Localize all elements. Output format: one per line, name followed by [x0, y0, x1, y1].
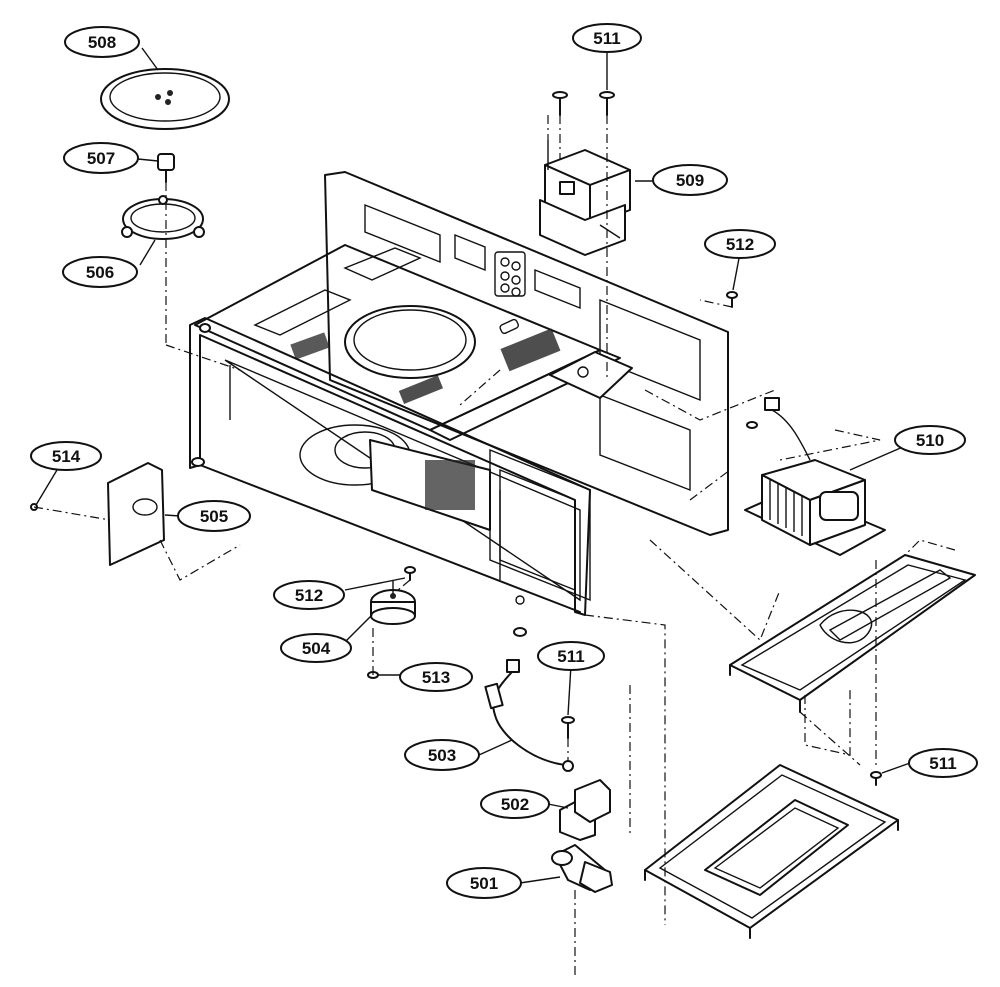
label-503: 503 [428, 746, 456, 765]
callout-511-top: 511 [572, 23, 642, 53]
callout-514: 514 [30, 441, 102, 471]
label-511-right: 511 [929, 754, 956, 773]
oven-cavity-chassis [189, 171, 729, 616]
callout-512-top: 512 [704, 229, 776, 259]
turntable-tray [100, 68, 230, 130]
thermal-cutout-harness [484, 659, 574, 772]
callout-503: 503 [404, 739, 480, 771]
callout-501: 501 [446, 867, 522, 899]
label-506: 506 [86, 263, 114, 282]
label-501: 501 [470, 874, 498, 893]
assembly-guide-lines [33, 115, 956, 975]
callout-504: 504 [280, 633, 352, 663]
label-512-left: 512 [295, 586, 323, 605]
callout-505: 505 [177, 500, 251, 532]
callout-507: 507 [63, 142, 139, 174]
screw-511-mid [561, 716, 575, 739]
screw-transformer [746, 421, 758, 429]
turntable-motor [370, 580, 416, 625]
label-511-top: 511 [593, 29, 620, 48]
label-508: 508 [88, 33, 116, 52]
magnetron [539, 140, 631, 256]
screw-511-right [870, 771, 882, 786]
waveguide-cover [107, 462, 165, 566]
label-504: 504 [302, 639, 331, 658]
roller-ring [121, 195, 205, 240]
screw-512-top [726, 291, 738, 308]
label-511-mid: 511 [557, 647, 584, 666]
label-505: 505 [200, 507, 228, 526]
label-514: 514 [52, 447, 81, 466]
label-510: 510 [916, 431, 944, 450]
callout-512-left: 512 [273, 580, 345, 610]
screw-511-top-b [599, 91, 615, 116]
screw-bottom-mid [513, 627, 527, 637]
switch-bracket [559, 779, 611, 841]
callout-508: 508 [64, 26, 140, 58]
screw-511-top-a [552, 91, 568, 116]
turntable-coupler [157, 153, 175, 183]
base-plate [729, 554, 976, 713]
callout-510: 510 [894, 425, 966, 455]
callout-509: 509 [652, 164, 728, 196]
callout-506: 506 [62, 256, 138, 288]
screw-512-left [404, 566, 416, 581]
door-switch [551, 844, 613, 893]
label-513: 513 [422, 668, 450, 687]
callout-513: 513 [399, 662, 473, 692]
label-502: 502 [501, 795, 529, 814]
callout-511-mid: 511 [537, 641, 605, 671]
callout-502: 502 [480, 789, 550, 819]
label-507: 507 [87, 149, 115, 168]
label-512-top: 512 [726, 235, 754, 254]
callout-511-right: 511 [908, 748, 978, 778]
label-509: 509 [676, 171, 704, 190]
bottom-cover-plate [644, 764, 899, 939]
hv-transformer [744, 397, 886, 556]
